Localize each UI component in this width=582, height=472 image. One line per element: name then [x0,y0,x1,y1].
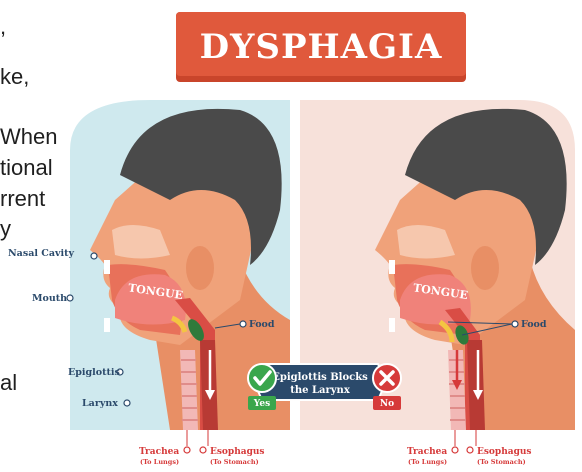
yes-label: Yes [253,399,270,409]
title-banner: DYSPHAGIA [176,12,466,82]
food-label: Food [521,319,547,330]
check-icon [248,364,276,392]
badge-text-line2: the Larynx [290,385,351,396]
page-title: DYSPHAGIA [176,12,466,82]
food-label: Food [249,319,275,330]
trachea-label: Trachea [407,447,447,457]
epiglottis-label: Epiglottis [68,367,120,378]
badge-text-line1: Epiglottis Blocks [272,372,368,383]
trachea-label: Trachea [139,447,179,457]
esophagus-sub-label: (To Stomach) [210,458,259,466]
mouth-label: Mouth [32,293,67,304]
nasal-cavity-label: Nasal Cavity [8,248,74,259]
esophagus-sub-label: (To Stomach) [477,458,526,466]
larynx-label: Larynx [82,398,118,409]
esophagus-label: Esophagus [477,447,532,457]
trachea-sub-label: (To Lungs) [408,458,447,466]
no-label: No [380,399,394,409]
esophagus-label: Esophagus [210,447,265,457]
trachea-sub-label: (To Lungs) [140,458,179,466]
